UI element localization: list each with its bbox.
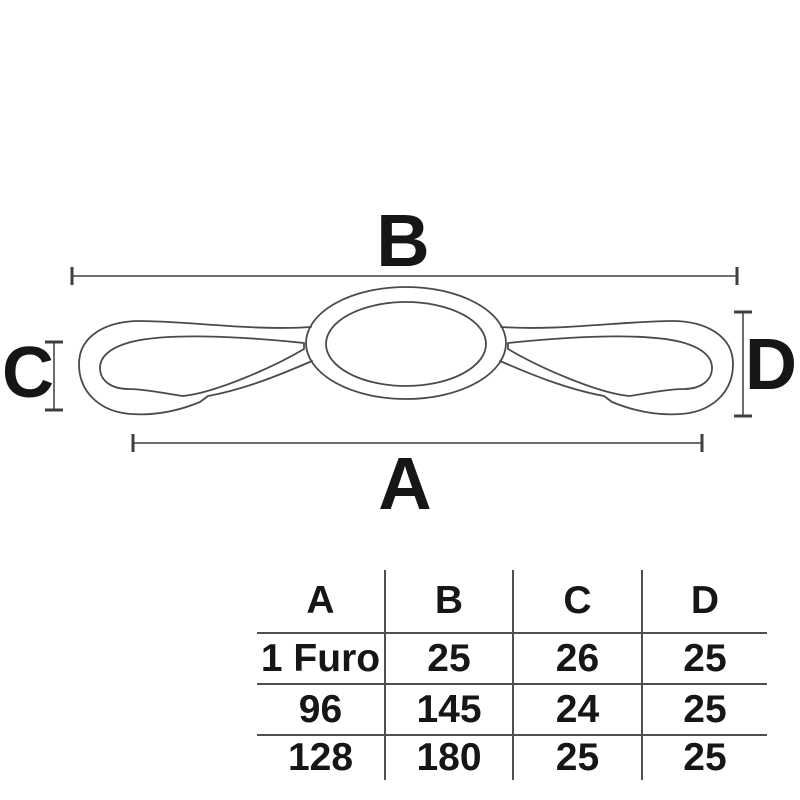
- table-cell: 25: [641, 632, 767, 684]
- table-cell: 145: [384, 683, 513, 735]
- table-cell: 128: [257, 734, 385, 780]
- table-header-row: A B C D: [257, 570, 767, 633]
- table-cell: 25: [384, 632, 513, 684]
- handle-center-oval-outer: [305, 286, 507, 400]
- table-cell: 96: [257, 683, 385, 735]
- table-header-b: B: [384, 570, 513, 633]
- dimensions-table: A B C D 1 Furo 25 26 25 96 145 24 25 128…: [257, 570, 767, 780]
- table-cell: 26: [512, 632, 642, 684]
- handle-technical-drawing: B A C D: [2, 199, 797, 525]
- dimension-b: B: [70, 199, 739, 285]
- dimension-label-b: B: [376, 199, 429, 282]
- handle-body: [78, 286, 734, 416]
- dimension-d: D: [734, 310, 797, 418]
- table-cell: 180: [384, 734, 513, 780]
- table-row: 128 180 25 25: [257, 734, 767, 780]
- dimension-a: A: [131, 434, 704, 525]
- table-header-a: A: [306, 579, 335, 622]
- dimension-c: C: [2, 333, 63, 413]
- table-cell: 24: [512, 683, 642, 735]
- table-row: 1 Furo 25 26 25: [257, 632, 767, 684]
- table-cell: 1 Furo: [257, 632, 385, 684]
- table-row: 96 145 24 25: [257, 683, 767, 735]
- handle-right-arm: [499, 320, 734, 416]
- table-header-c: C: [512, 570, 642, 633]
- table-cell: 25: [641, 734, 767, 780]
- dimension-label-c: C: [2, 333, 54, 413]
- dimension-label-d: D: [745, 325, 797, 405]
- handle-left-arm: [78, 320, 313, 416]
- table-cell: 25: [512, 734, 642, 780]
- table-cell: 25: [641, 683, 767, 735]
- handle-center-oval-inner: [325, 301, 487, 387]
- table-header-d: D: [641, 570, 767, 633]
- dimension-label-a: A: [378, 442, 431, 525]
